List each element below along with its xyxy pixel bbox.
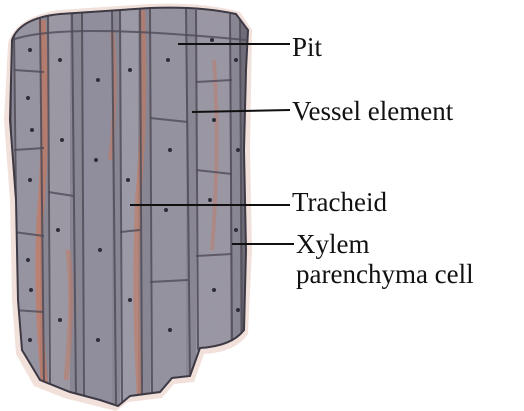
label-vessel-element: Vessel element [292, 96, 453, 126]
label-xylem-parenchyma-cell: Xylem parenchyma cell [296, 229, 474, 289]
label-xylem-line2: parenchyma cell [296, 259, 474, 289]
label-pit: Pit [292, 32, 322, 62]
label-xylem-line1: Xylem [296, 229, 474, 259]
label-tracheid: Tracheid [292, 187, 387, 217]
